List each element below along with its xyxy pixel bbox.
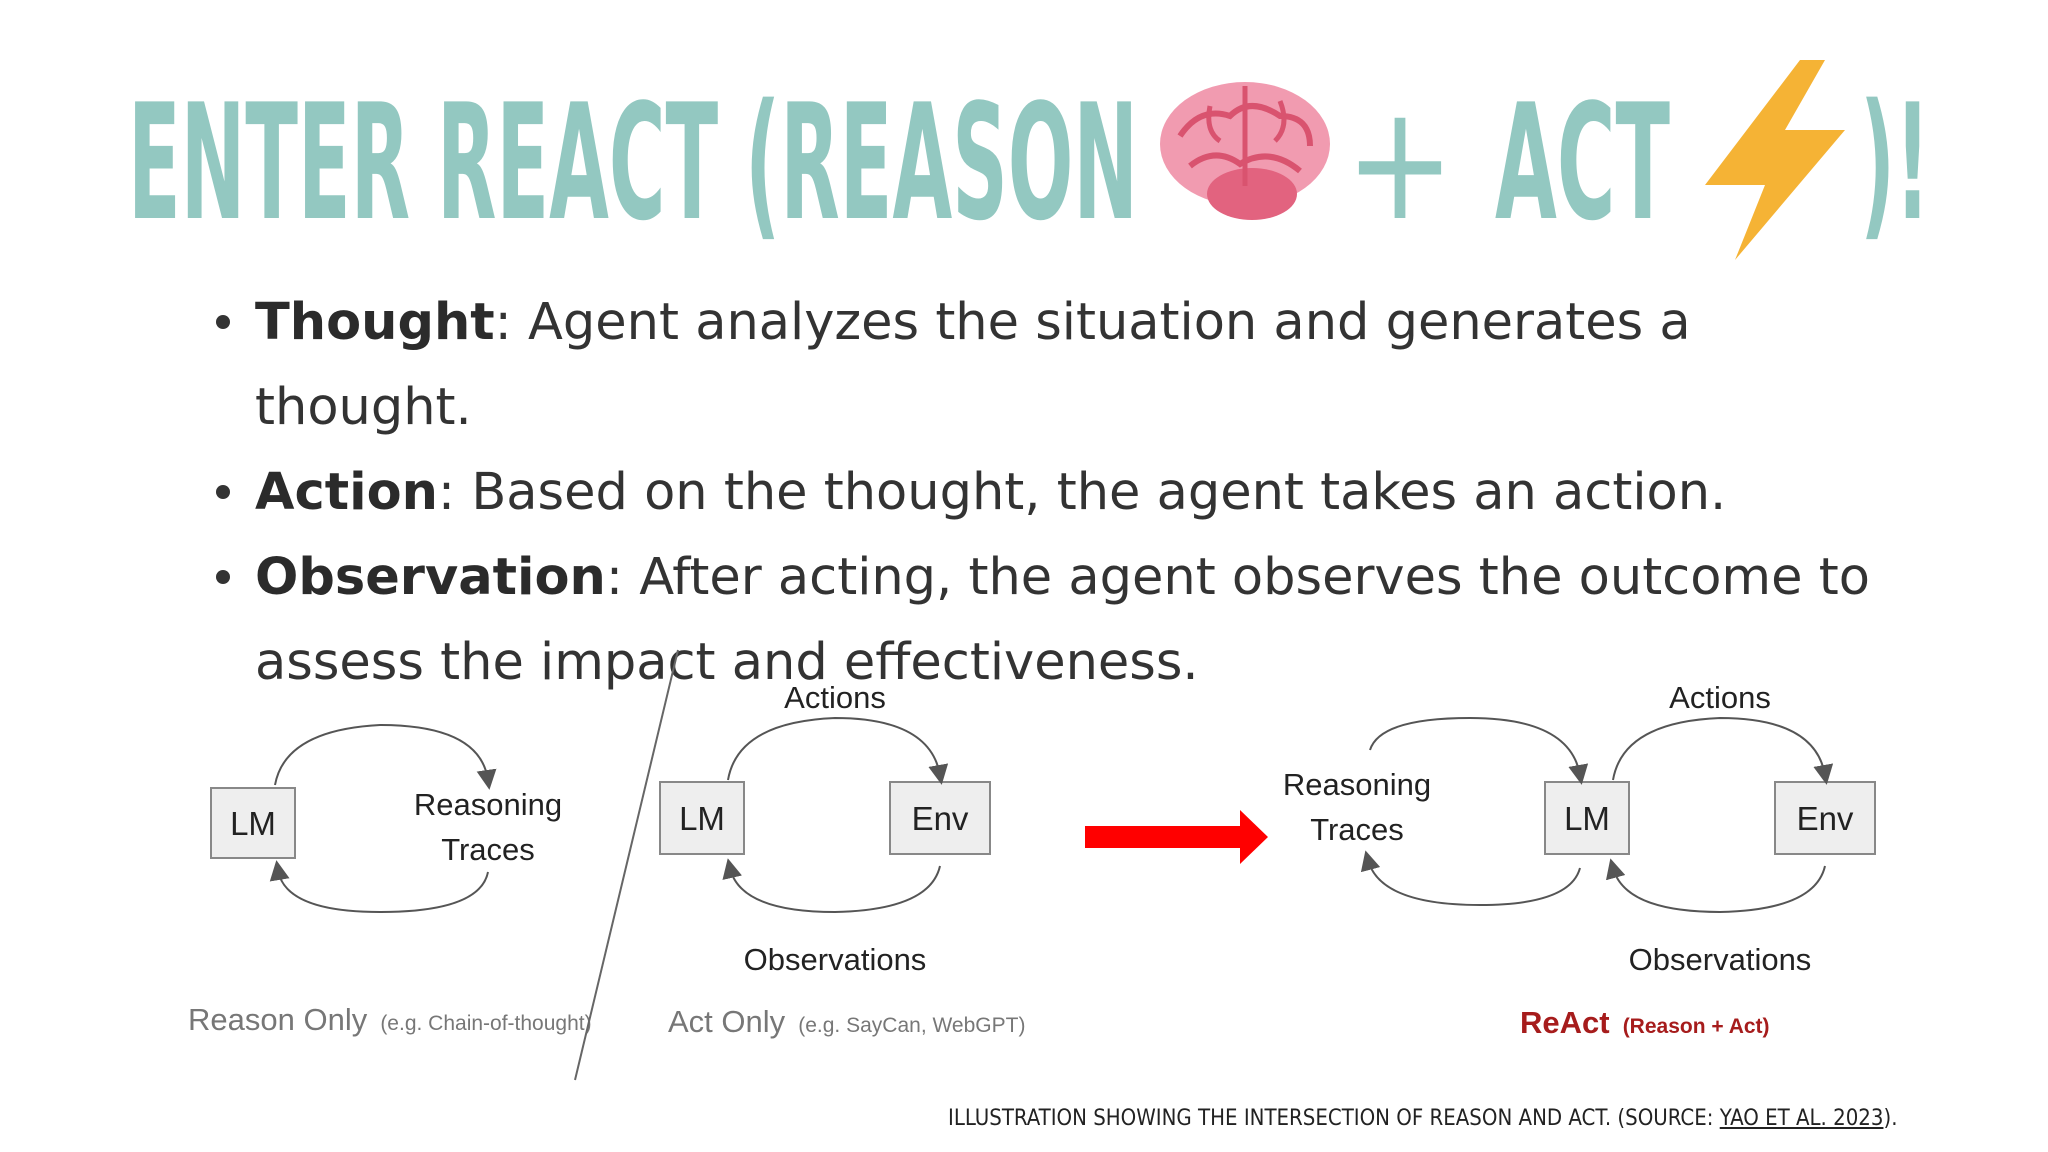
reasoning-label-1: Reasoning (414, 787, 562, 822)
bullet-dot (216, 315, 230, 329)
react-diagram: LM Reasoning Traces Reason Only (e.g. Ch… (188, 649, 1876, 1081)
lm-box (210, 787, 296, 859)
slide-title: ENTER REACT (REASON + ACT )! (128, 60, 1930, 260)
reason-only-caption: Reason Only (e.g. Chain-of-thought) (188, 1002, 592, 1037)
observation-arrow (722, 858, 941, 914)
transition-arrow-icon (1085, 810, 1268, 864)
lm-label: LM (230, 805, 276, 842)
caption-sub-link: WebGPT (932, 1014, 1018, 1037)
caption-sub-prefix: (e.g. SayCan, (798, 1014, 932, 1037)
source-link[interactable]: YAO ET AL. 2023 (1719, 1106, 1884, 1131)
reasoning-label-2: Traces (441, 832, 535, 867)
reason-arrow-top (274, 723, 497, 790)
title-close: )! (1860, 69, 1930, 256)
reasoning-label-1: Reasoning (1283, 767, 1431, 802)
actions-label: Actions (784, 680, 886, 715)
action-arrow (1612, 716, 1834, 785)
bullet-term: Thought (255, 293, 495, 352)
caption-main: ReAct (1520, 1005, 1610, 1040)
caption-suffix: ). (1883, 1106, 1898, 1131)
env-box (889, 781, 991, 855)
lm-label: LM (679, 800, 725, 837)
title-part1: ENTER REACT (REASON (128, 69, 1138, 256)
caption-sub: (e.g. Chain-of-thought) (380, 1012, 591, 1035)
lm-box (1544, 781, 1630, 855)
action-arrow (727, 716, 949, 785)
reason-only-panel: LM Reasoning Traces Reason Only (e.g. Ch… (188, 723, 592, 1037)
bullet-term: Action (255, 463, 438, 522)
brain-icon (1160, 82, 1330, 220)
act-only-panel: LM Env Actions Observations Act Only (e.… (659, 680, 1025, 1039)
caption-main: Reason Only (188, 1002, 368, 1037)
env-label: Env (912, 800, 969, 837)
observation-arrow (1605, 858, 1826, 914)
reasoning-label-2: Traces (1310, 812, 1404, 847)
observations-label: Observations (1629, 942, 1812, 977)
bullet-dot (216, 485, 230, 499)
bullet-text: : After acting, the agent observes the o… (255, 548, 1870, 692)
react-panel: LM Env Actions Observations Reasoning Tr… (1283, 680, 1876, 1040)
lightning-icon (1705, 60, 1845, 260)
bullet-text: : Agent analyzes the situation and gener… (255, 293, 1691, 437)
bullet-observation: Observation: After acting, the agent obs… (210, 535, 1910, 705)
lm-box (659, 781, 745, 855)
title-plus: + (1345, 69, 1455, 256)
bullet-thought: Thought: Agent analyzes the situation an… (210, 280, 1910, 450)
reasoning-arrow-top (1369, 716, 1589, 785)
bullet-action: Action: Based on the thought, the agent … (210, 450, 1910, 535)
react-caption: ReAct (Reason + Act) (1520, 1005, 1770, 1040)
observations-label: Observations (744, 942, 927, 977)
act-only-caption: Act Only (e.g. SayCan, WebGPT) (668, 1004, 1025, 1039)
title-part2: ACT (1495, 69, 1670, 256)
source-caption: ILLUSTRATION SHOWING THE INTERSECTION OF… (948, 1106, 2048, 1131)
env-box (1774, 781, 1876, 855)
reasoning-arrow-bottom (1360, 850, 1581, 907)
bullet-text: : Based on the thought, the agent takes … (437, 463, 1727, 522)
bullet-dot (216, 570, 230, 584)
bullet-term: Observation (255, 548, 606, 607)
env-label: Env (1797, 800, 1854, 837)
caption-main: Act Only (668, 1004, 786, 1039)
bullet-list: Thought: Agent analyzes the situation an… (210, 280, 1910, 705)
caption-prefix: ILLUSTRATION SHOWING THE INTERSECTION OF… (948, 1106, 1720, 1131)
lm-label: LM (1564, 800, 1610, 837)
caption-sub: (Reason + Act) (1623, 1015, 1770, 1038)
reason-arrow-bottom (269, 860, 489, 914)
divider-line (574, 649, 679, 1081)
actions-label: Actions (1669, 680, 1771, 715)
caption-sub-suffix: ) (1018, 1014, 1025, 1037)
